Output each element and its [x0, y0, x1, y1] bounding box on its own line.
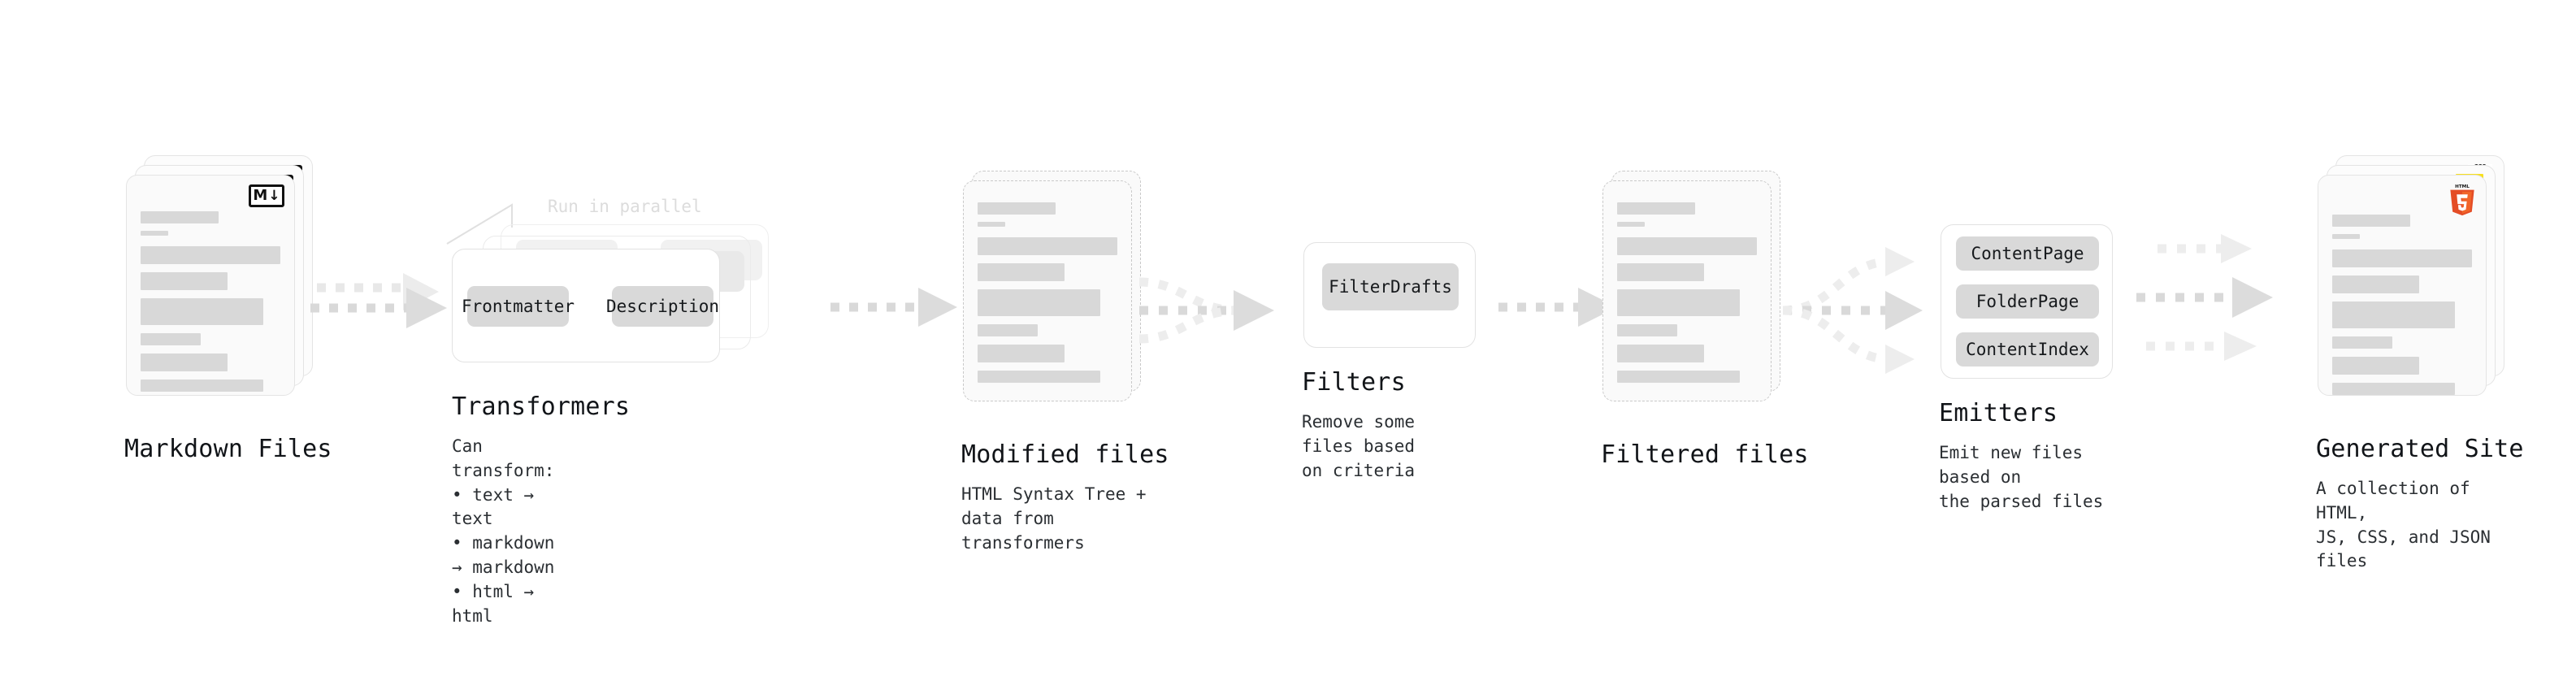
skeleton-bar: [978, 324, 1038, 336]
filtered-file-stack: [1602, 171, 1798, 416]
arrow-filtered-to-emitters: [1782, 247, 1923, 374]
skeleton-bar: [141, 380, 264, 392]
markdown-file-card[interactable]: M ↓: [126, 175, 295, 396]
stage-desc-modified-files: HTML Syntax Tree + data from transformer…: [961, 484, 1147, 553]
skeleton-content: [978, 202, 1117, 390]
skeleton-bar: [978, 222, 1006, 227]
skeleton-bar: [141, 298, 264, 325]
skeleton-bar: [1617, 263, 1704, 281]
skeleton-bar: [1617, 202, 1696, 215]
svg-text:HTML: HTML: [2455, 184, 2470, 189]
skeleton-bar: [1617, 289, 1741, 316]
modified-file-stack: [963, 171, 1158, 416]
transformer-box[interactable]: Frontmatter Description: [452, 249, 720, 362]
skeleton-content: [1617, 202, 1757, 390]
modified-file-card[interactable]: [963, 180, 1132, 401]
skeleton-bar: [1617, 237, 1757, 255]
arrow-emitters-to-site: [2136, 234, 2273, 361]
transformer-node-frontmatter[interactable]: Frontmatter: [462, 286, 575, 327]
skeleton-bar: [2332, 215, 2411, 227]
skeleton-bar: [1617, 371, 1741, 383]
skeleton-bar: [978, 289, 1101, 316]
skeleton-bar: [978, 237, 1117, 255]
skeleton-bar: [2332, 301, 2456, 328]
stage-title-markdown-files: Markdown Files: [124, 435, 332, 463]
skeleton-bar: [2332, 234, 2361, 239]
skeleton-bar: [1617, 222, 1646, 227]
skeleton-bar: [978, 371, 1101, 383]
emitter-node-folderpage[interactable]: FolderPage: [1956, 284, 2099, 319]
stage-title-transformers: Transformers: [452, 393, 631, 421]
skeleton-content: [141, 211, 280, 399]
emitter-box[interactable]: ContentPage FolderPage ContentIndex: [1941, 224, 2113, 379]
emitter-node-contentindex[interactable]: ContentIndex: [1956, 332, 2099, 367]
skeleton-bar: [141, 354, 228, 371]
skeleton-bar: [141, 272, 228, 290]
md-arrow: ↓: [268, 187, 280, 204]
stage-desc-emitters: Emit new files based on the parsed files: [1939, 443, 2104, 511]
emitter-node-contentpage[interactable]: ContentPage: [1956, 236, 2099, 271]
arrow-filters-to-filtered: [1498, 288, 1617, 327]
skeleton-bar: [1617, 324, 1677, 336]
skeleton-bar: [141, 246, 280, 264]
skeleton-bar: [978, 202, 1056, 215]
generated-file-stack: CSS HTML: [2318, 155, 2521, 410]
skeleton-bar: [1617, 345, 1704, 362]
stage-title-filtered-files: Filtered files: [1601, 440, 1809, 469]
html5-icon: HTML: [2448, 183, 2477, 217]
filter-node-filterdrafts[interactable]: FilterDrafts: [1322, 263, 1459, 310]
arrow-modified-to-filters: [1138, 277, 1274, 344]
stage-filtered-files: Filtered files: [1601, 171, 1808, 469]
stage-title-filters: Filters: [1302, 368, 1406, 397]
generated-file-card[interactable]: HTML: [2318, 175, 2487, 396]
skeleton-bar: [2332, 249, 2472, 267]
stage-title-modified-files: Modified files: [961, 440, 1169, 469]
stage-title-emitters: Emitters: [1939, 399, 2058, 427]
stage-generated-site: CSS HTML: [2316, 155, 2523, 570]
markdown-icon: M ↓: [249, 184, 284, 207]
skeleton-bar: [978, 345, 1065, 362]
filtered-file-card[interactable]: [1602, 180, 1772, 401]
arrow-transformers-to-modified: [830, 288, 957, 327]
skeleton-bar: [141, 211, 219, 223]
stage-filters: FilterDrafts Filters Remove some files b…: [1302, 242, 1476, 480]
transformer-node-description[interactable]: Description: [606, 286, 719, 327]
skeleton-bar: [141, 231, 169, 236]
annotation-leader-line: [446, 203, 513, 245]
annotation-run-in-parallel: Run in parallel: [548, 197, 702, 216]
skeleton-bar: [141, 333, 201, 345]
markdown-file-stack: M ↓ M ↓ M ↓: [126, 155, 321, 410]
skeleton-content: [2332, 215, 2472, 402]
stage-desc-generated-site: A collection of HTML, JS, CSS, and JSON …: [2316, 479, 2491, 571]
stage-desc-filters: Remove some files based on criteria: [1302, 412, 1416, 480]
stage-emitters: ContentPage FolderPage ContentIndex Emit…: [1939, 224, 2113, 511]
skeleton-bar: [2332, 336, 2392, 349]
stage-desc-transformers: Can transform: • text → text • markdown …: [452, 436, 555, 626]
stage-modified-files: Modified files HTML Syntax Tree + data f…: [961, 171, 1169, 553]
arrow-markdown-to-transformers: [310, 273, 447, 328]
md-letter: M: [253, 187, 268, 204]
skeleton-bar: [2332, 357, 2419, 375]
stage-markdown-files: M ↓ M ↓ M ↓: [124, 155, 332, 463]
filter-box[interactable]: FilterDrafts: [1303, 242, 1476, 348]
stage-title-generated-site: Generated Site: [2316, 435, 2524, 463]
skeleton-bar: [2332, 383, 2456, 395]
skeleton-bar: [2332, 275, 2419, 293]
skeleton-bar: [978, 263, 1065, 281]
